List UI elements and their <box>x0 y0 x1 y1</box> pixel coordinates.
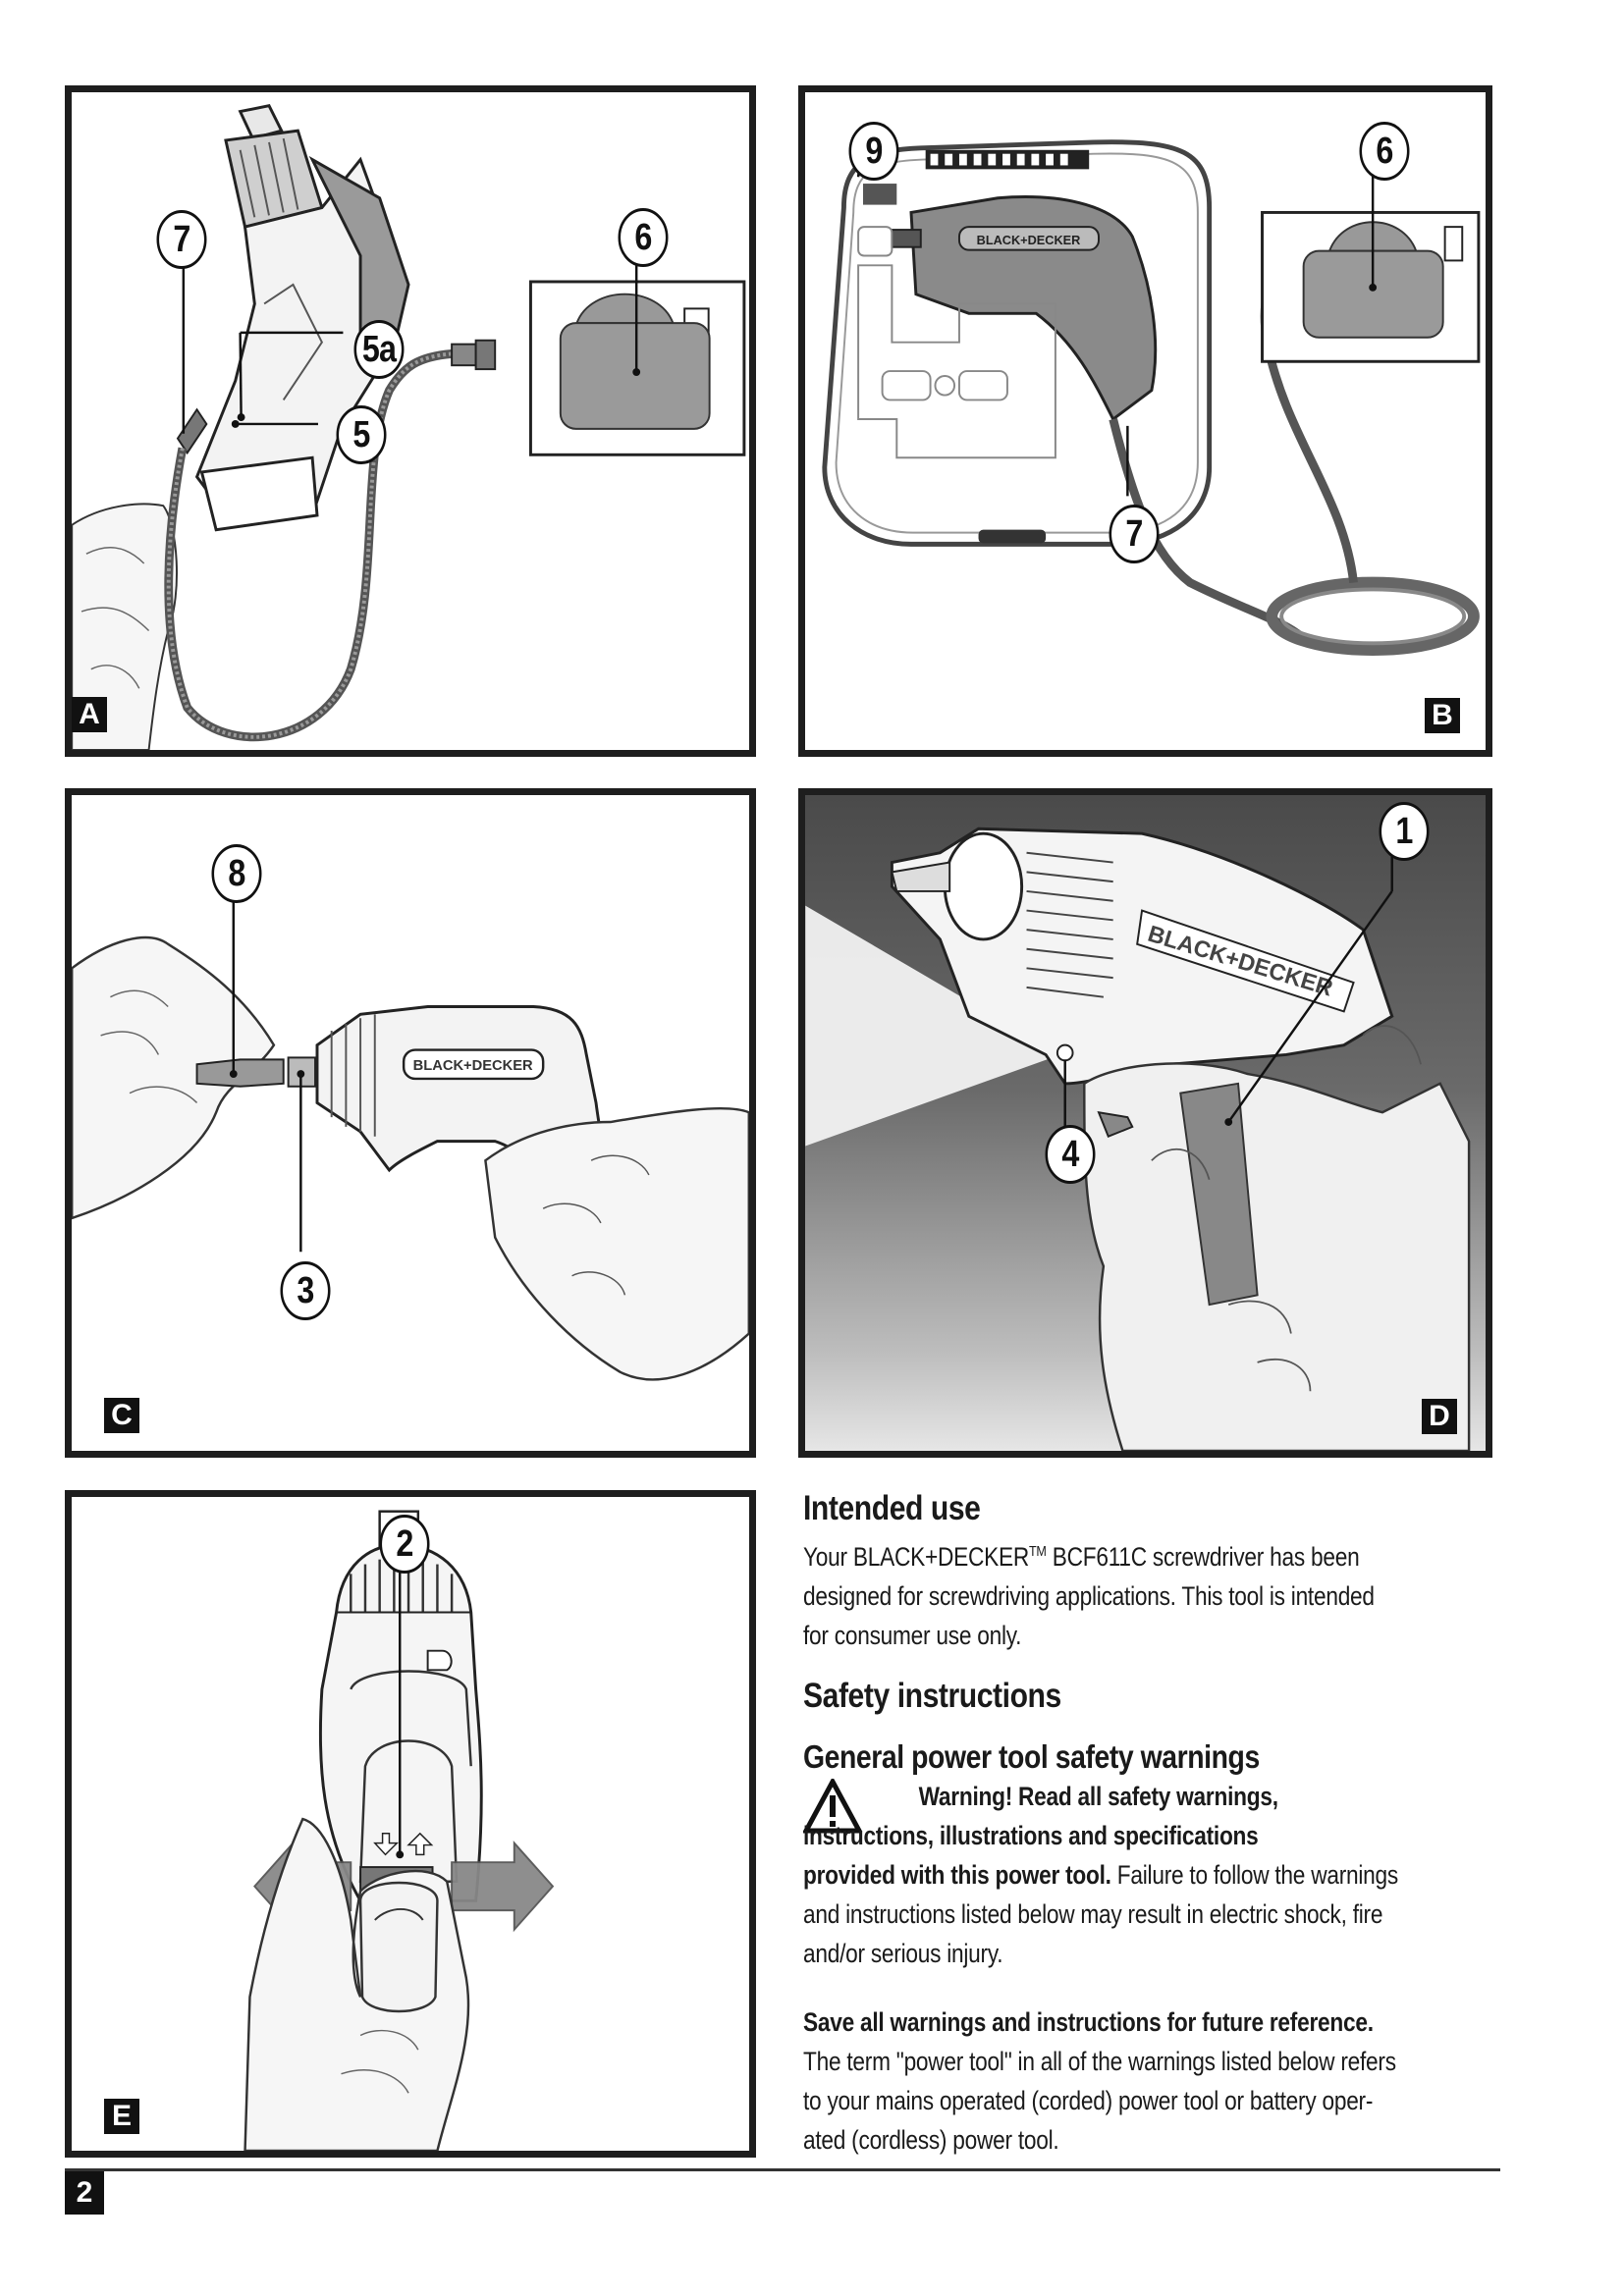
callout-6: 6 <box>1359 122 1410 181</box>
figure-b: BLACK+DECKER 9 6 7 B <box>798 85 1492 757</box>
storage-case-illustration: BLACK+DECKER <box>822 126 1481 657</box>
switch-and-led-illustration: BLACK+DECKER <box>805 827 1471 1451</box>
page-number: 2 <box>65 2171 104 2215</box>
warning-line-1: Warning! Read all safety warnings, <box>918 1782 1278 1811</box>
callout-5: 5 <box>336 405 387 464</box>
warning-triangle-icon <box>803 1779 862 1834</box>
warning-line-5: and/or serious injury. <box>803 1939 1003 1968</box>
warning-paragraph: provided with this power tool. Failure t… <box>803 1855 1504 1973</box>
heading-safety-instructions: Safety instructions <box>803 1677 1061 1715</box>
intended-use-line3: for consumer use only. <box>803 1621 1022 1650</box>
callout-4: 4 <box>1045 1125 1096 1184</box>
warning-line-4: and instructions listed below may result… <box>803 1899 1383 1929</box>
figure-e: 2 E <box>65 1490 756 2158</box>
warning-block: Warning! Read all safety warnings, instr… <box>803 1777 1510 1973</box>
footer-rule <box>65 2168 1500 2171</box>
warning-line-2: instructions, illustrations and specific… <box>803 1821 1259 1850</box>
warning-line-3-rest: Failure to follow the warnings <box>1110 1860 1398 1890</box>
callout-6: 6 <box>618 208 669 267</box>
callout-1: 1 <box>1379 802 1430 861</box>
figure-d: BLACK+DECKER 1 4 D <box>798 788 1492 1458</box>
brand-logo-text: BLACK+DECKER <box>413 1058 533 1074</box>
screwdriver-charging-illustration <box>72 104 746 750</box>
brand-logo-text: BLACK+DECKER <box>977 233 1081 247</box>
figure-label-c: C <box>104 1398 139 1433</box>
manual-text-column: Intended use Your BLACK+DECKERTM BCF611C… <box>803 1487 1510 2160</box>
heading-intended-use: Intended use <box>803 1489 981 1527</box>
forward-reverse-slider-illustration <box>244 1510 555 2151</box>
callout-5a: 5a <box>353 320 405 379</box>
callout-7: 7 <box>1109 505 1160 563</box>
term-line-2: to your mains operated (corded) power to… <box>803 2086 1374 2115</box>
figure-label-b: B <box>1425 698 1460 733</box>
warning-line-3-bold: provided with this power tool. <box>803 1860 1111 1890</box>
bit-insertion-illustration: BLACK+DECKER <box>72 900 749 1381</box>
figure-c: BLACK+DECKER 8 3 C <box>65 788 756 1458</box>
figure-label-d: D <box>1422 1399 1457 1434</box>
intended-use-line2: designed for screwdriving applications. … <box>803 1581 1375 1611</box>
intended-use-paragraph: Your BLACK+DECKERTM BCF611C screwdriver … <box>803 1532 1504 1655</box>
callout-3: 3 <box>280 1261 331 1320</box>
figure-a: 7 6 5a 5 A <box>65 85 756 757</box>
term-line-1: The term "power tool" in all of the warn… <box>803 2047 1396 2076</box>
figure-label-e: E <box>104 2099 139 2134</box>
power-tool-term-paragraph: The term "power tool" in all of the warn… <box>803 2042 1504 2160</box>
trademark-symbol: TM <box>1028 1543 1047 1560</box>
callout-2: 2 <box>379 1515 430 1574</box>
figure-label-a: A <box>72 697 107 732</box>
callout-8: 8 <box>211 844 262 903</box>
save-instructions-note: Save all warnings and instructions for f… <box>803 2007 1374 2037</box>
intended-use-line1: BCF611C screwdriver has been <box>1046 1542 1360 1572</box>
callout-9: 9 <box>848 122 899 181</box>
intended-use-prefix: Your BLACK+DECKER <box>803 1542 1029 1572</box>
term-line-3: ated (cordless) power tool. <box>803 2125 1059 2155</box>
callout-7: 7 <box>156 210 207 269</box>
heading-general-safety-warnings: General power tool safety warnings <box>803 1738 1260 1775</box>
